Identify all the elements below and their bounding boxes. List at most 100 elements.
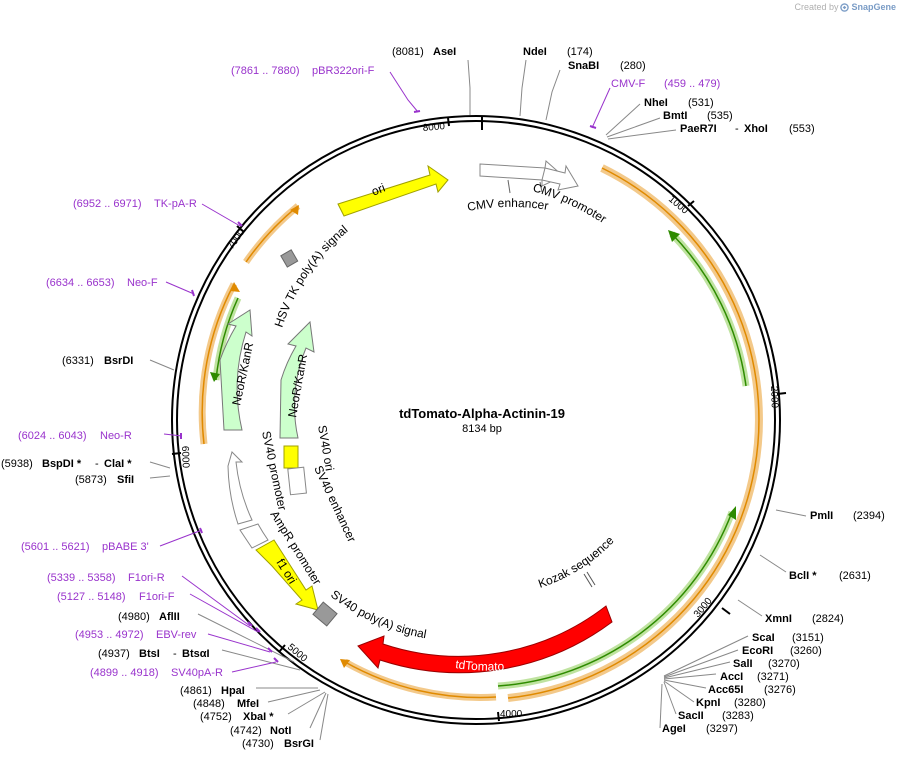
site-xmnI-pos: (2824) — [812, 613, 844, 625]
primer-neo-r[interactable]: Neo-R — [100, 430, 132, 442]
feature-kozak-mark-1 — [583, 573, 593, 588]
site-bmtI-pos: (535) — [707, 110, 733, 122]
site-kpnI-pos: (3280) — [734, 697, 766, 709]
primer-pbr322ori-f[interactable]: pBR322ori-F — [312, 65, 375, 77]
site-btsI[interactable]: BtsI — [139, 648, 160, 660]
primer-neo-f-range: (6634 .. 6653) — [46, 277, 115, 289]
primer-cmv-f[interactable]: CMV-F — [611, 78, 646, 90]
site-bsrGI[interactable]: BsrGI — [284, 738, 314, 750]
primer-f1ori-f[interactable]: F1ori-F — [139, 591, 175, 603]
site-ecoRI[interactable]: EcoRI — [742, 645, 773, 657]
neo-orf-arrow — [230, 282, 240, 292]
backbone-inner-strand — [176, 120, 776, 720]
site-snabi-pos: (280) — [620, 60, 646, 72]
primer-sv40pa-r[interactable]: SV40pA-R — [171, 667, 223, 679]
site-bsrDI[interactable]: BsrDI — [104, 355, 133, 367]
orf-arrow-bottom — [728, 506, 736, 520]
feature-sv40-ori[interactable] — [283, 445, 299, 469]
site-acc65I[interactable]: Acc65I — [708, 684, 743, 696]
primer-ebv-rev[interactable]: EBV-rev — [156, 629, 197, 641]
site-xhoI-pos: (553) — [789, 123, 815, 135]
feature-hsv-tk-polya-label: HSV TK poly(A) signal — [272, 222, 351, 329]
tick-label-4000: 4000 — [500, 709, 523, 720]
orf-arrow-left — [340, 659, 350, 668]
site-salI-pos: (3270) — [768, 658, 800, 670]
tick-label-6000: 6000 — [179, 446, 191, 469]
site-mfeI[interactable]: MfeI — [237, 698, 259, 710]
site-xbaI-pos: (4752) — [200, 711, 232, 723]
feature-sv40-polya[interactable] — [312, 601, 338, 627]
site-pmlI[interactable]: PmlI — [810, 510, 833, 522]
tk-orf-arrow — [290, 205, 299, 215]
primer-neo-r-range: (6024 .. 6043) — [18, 430, 87, 442]
primer-neo-f[interactable]: Neo-F — [127, 277, 158, 289]
primer-pbabe3[interactable]: pBABE 3' — [102, 541, 149, 553]
site-ecoRI-pos: (3260) — [790, 645, 822, 657]
site-bclI[interactable]: BclI * — [789, 570, 817, 582]
primer-sv40pa-r-range: (4899 .. 4918) — [90, 667, 159, 679]
primer-labels: (7861 .. 7880) pBR322ori-F CMV-F (459 ..… — [18, 65, 720, 679]
site-scaI[interactable]: ScaI — [752, 632, 775, 644]
tick-marks — [171, 116, 787, 722]
site-ndeI[interactable]: NdeI — [523, 46, 547, 58]
site-xbaI[interactable]: XbaI * — [243, 711, 274, 723]
site-hpaI[interactable]: HpaI — [221, 685, 245, 697]
site-sacII[interactable]: SacII — [678, 710, 704, 722]
feature-hsv-tk-polya[interactable] — [280, 249, 299, 268]
feature-tdtomato[interactable] — [357, 605, 613, 674]
feature-sv40-polya-label: SV40 poly(A) signal — [328, 587, 427, 641]
site-paer7i[interactable]: PaeR7I — [680, 123, 717, 135]
cmv-promoter-leader — [539, 181, 543, 193]
primer-marks — [180, 110, 597, 663]
site-ageI[interactable]: AgeI — [662, 723, 686, 735]
neo-orf-line — [201, 283, 235, 445]
site-bmtI[interactable]: BmtI — [663, 110, 687, 122]
site-aseI[interactable]: AseI — [433, 46, 456, 58]
site-aflII[interactable]: AflII — [159, 611, 180, 623]
orf-inner-line-top — [671, 233, 747, 387]
feature-sv40-enhancer[interactable] — [287, 466, 307, 496]
site-btsalphaI[interactable]: BtsαI — [182, 648, 210, 660]
feature-kozak-label: Kozak sequence — [536, 533, 617, 591]
tick-label-2000: 2000 — [768, 386, 780, 409]
feature-neor-inner[interactable] — [279, 320, 315, 439]
primer-pbr322ori-f-range: (7861 .. 7880) — [231, 65, 300, 77]
site-kpnI[interactable]: KpnI — [696, 697, 720, 709]
site-bspDI[interactable]: BspDI * — [42, 458, 82, 470]
site-bsrDI-pos: (6331) — [62, 355, 94, 367]
site-accI-pos: (3271) — [757, 671, 789, 683]
backbone-outer-strand — [171, 115, 781, 725]
site-claI[interactable]: ClaI * — [104, 458, 132, 470]
primer-f1ori-r-range: (5339 .. 5358) — [47, 572, 116, 584]
site-snabi[interactable]: SnaBI — [568, 60, 599, 72]
feature-cmv-promoter[interactable] — [541, 164, 579, 191]
site-scaI-pos: (3151) — [792, 632, 824, 644]
feature-ampr-promoter[interactable] — [239, 523, 269, 549]
site-xmnI[interactable]: XmnI — [765, 613, 792, 625]
site-nheI[interactable]: NheI — [644, 97, 668, 109]
primer-tk-pa-r[interactable]: TK-pA-R — [154, 198, 197, 210]
site-nheI-pos: (531) — [688, 97, 714, 109]
feature-sv40-promoter[interactable] — [227, 451, 253, 525]
site-notI[interactable]: NotI — [270, 725, 291, 737]
feature-ori[interactable] — [337, 164, 449, 217]
site-salI[interactable]: SalI — [733, 658, 753, 670]
site-accI[interactable]: AccI — [720, 671, 743, 683]
site-btsI-pos: (4937) — [98, 648, 130, 660]
site-mfeI-pos: (4848) — [193, 698, 225, 710]
feature-sv40-enhancer-label: SV40 enhancer — [311, 463, 359, 544]
primer-f1ori-r[interactable]: F1ori-R — [128, 572, 165, 584]
site-separator-btsalphaI: - — [173, 648, 177, 660]
site-xhoI[interactable]: XhoI — [744, 123, 768, 135]
feature-cmv-enhancer-label: CMV enhancer — [466, 196, 549, 214]
primer-pbabe3-range: (5601 .. 5621) — [21, 541, 90, 553]
orf-inner-line-bottom — [497, 511, 733, 687]
site-separator-xhoI: - — [735, 123, 739, 135]
leader-lines — [149, 59, 807, 741]
site-notI-pos: (4742) — [230, 725, 262, 737]
feature-neor-outer[interactable] — [219, 309, 253, 431]
site-sfiI[interactable]: SfiI — [117, 474, 134, 486]
site-pmlI-pos: (2394) — [853, 510, 885, 522]
site-separator-claI: - — [95, 458, 99, 470]
